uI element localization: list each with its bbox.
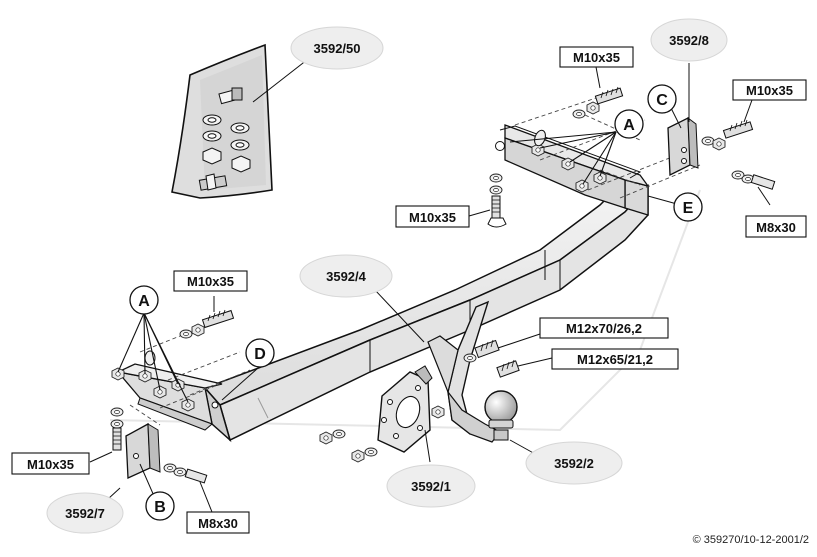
callout-a-right: A (614, 109, 644, 139)
part-label-crossbar: 3592/4 (299, 254, 393, 298)
bolt-right-m10 (701, 119, 754, 151)
bolt-left-m8 (163, 463, 208, 484)
bracket-b (125, 422, 161, 479)
spec-box-m12-b: M12x65/21,2 (551, 348, 679, 370)
bolt-left-upper (179, 309, 235, 339)
spec-box-mid: M10x35 (395, 205, 470, 228)
callout-b-text: B (154, 499, 166, 516)
callout-b: B (145, 491, 175, 521)
left-side-arm (111, 329, 251, 431)
callout-c-text: C (656, 92, 668, 109)
callout-d: D (245, 338, 275, 368)
spec-text-right: M10x35 (746, 83, 793, 98)
spec-box-m8-right: M8x30 (745, 215, 807, 238)
callout-a-left: A (129, 285, 159, 315)
part-label-bracket-right: 3592/8 (650, 18, 728, 62)
spec-text-m12-b: M12x65/21,2 (577, 352, 653, 367)
bracket-c (667, 116, 699, 177)
spec-box-bottom-left: M10x35 (11, 452, 90, 475)
bolt-m12-a (463, 339, 500, 363)
callout-c: C (647, 84, 677, 114)
spec-text-left: M10x35 (187, 274, 234, 289)
callout-d-text: D (254, 346, 266, 363)
part-label-kit: 3592/50 (290, 26, 384, 70)
spec-text-m8-left: M8x30 (198, 516, 238, 531)
bolt-mid-vertical (487, 173, 507, 228)
part-label-bracket-right-text: 3592/8 (669, 33, 709, 48)
spec-text-bottom-left: M10x35 (27, 457, 74, 472)
tow-neck-and-ball (427, 300, 518, 443)
bolt-right-m8 (731, 170, 776, 190)
part-label-bracket-left-text: 3592/7 (65, 506, 105, 521)
socket-plate (377, 365, 433, 453)
leaders-a-right (509, 131, 617, 185)
spec-box-top-right: M10x35 (559, 46, 634, 68)
part-label-ball-text: 3592/2 (554, 456, 594, 471)
leaders-a-left (117, 312, 189, 403)
spec-box-right: M10x35 (732, 79, 807, 101)
part-label-crossbar-text: 3592/4 (326, 269, 367, 284)
part-label-ball: 3592/2 (525, 441, 623, 485)
spec-text-m8-right: M8x30 (756, 220, 796, 235)
bolt-top-right (572, 86, 624, 119)
spec-box-m8-left: M8x30 (186, 511, 250, 534)
copyright-note: © 359270/10-12-2001/2 (692, 534, 809, 546)
part-label-plate: 3592/1 (386, 464, 476, 508)
spec-text-m12-a: M12x70/26,2 (566, 321, 642, 336)
part-label-bracket-left: 3592/7 (46, 492, 124, 534)
callout-a-left-text: A (138, 293, 150, 310)
spec-text-top-right: M10x35 (573, 50, 620, 65)
callout-a-right-text: A (623, 117, 635, 134)
spec-text-mid: M10x35 (409, 210, 456, 225)
part-label-kit-text: 3592/50 (314, 41, 361, 56)
spec-box-left: M10x35 (173, 270, 248, 292)
callout-e-text: E (683, 200, 694, 217)
callout-e: E (673, 192, 703, 222)
part-label-plate-text: 3592/1 (411, 479, 451, 494)
hardware-kit-bag (171, 43, 273, 199)
bolt-left-lower (110, 407, 124, 451)
bolt-m12-b (496, 359, 520, 378)
spec-box-m12-a: M12x70/26,2 (539, 317, 669, 339)
